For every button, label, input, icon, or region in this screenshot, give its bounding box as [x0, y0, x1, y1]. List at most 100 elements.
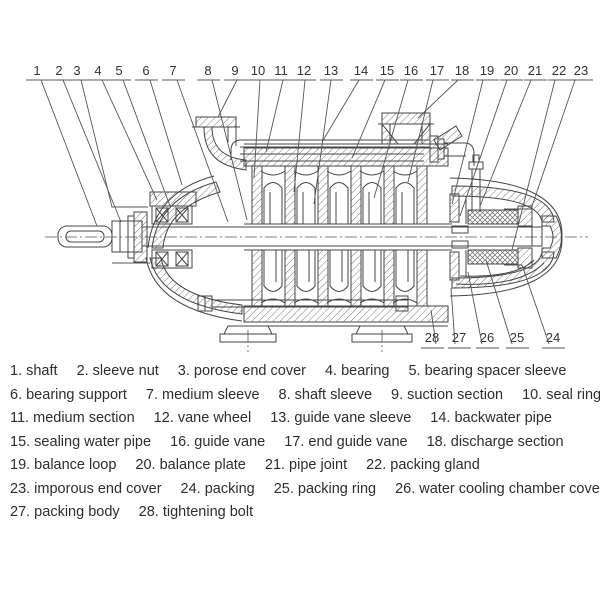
callout-leader-line — [40, 79, 98, 227]
callout-17: 17 — [407, 63, 449, 183]
legend-line: 15. sealing water pipe 16. guide vane 17. … — [10, 431, 596, 455]
callout-24: 24 — [504, 264, 565, 349]
callout-number: 11 — [274, 63, 288, 78]
callout-21: 21 — [479, 63, 547, 207]
legend-item-20: 20. balance plate — [135, 457, 246, 473]
callout-20: 20 — [459, 63, 523, 217]
callout-26: 26 — [467, 271, 499, 349]
legend-item-13: 13. guide vane sleeve — [270, 410, 412, 426]
callout-leader-line — [479, 79, 532, 207]
legend-item-28: 28. tightening bolt — [138, 504, 254, 520]
callout-leader-line — [459, 79, 508, 217]
callout-leader-line — [321, 79, 360, 143]
callout-number: 27 — [452, 330, 466, 345]
legend-item-21: 21. pipe joint — [264, 457, 348, 473]
callout-6: 6 — [135, 63, 183, 186]
callout-number: 24 — [546, 330, 560, 345]
callout-leader-line — [293, 79, 306, 193]
callout-leader-line — [101, 79, 158, 201]
legend-item-23: 23. imporous end cover — [10, 480, 162, 497]
legend-item-2: 2. sleeve nut — [76, 363, 159, 379]
callout-leader-line — [504, 264, 550, 345]
callout-18: 18 — [417, 63, 474, 119]
callout-number: 12 — [297, 63, 311, 78]
legend-item-4: 4. bearing — [324, 363, 390, 379]
callout-16: 16 — [373, 63, 423, 199]
legend-item-19: 19. balance loop — [10, 457, 117, 473]
callout-12: 12 — [293, 63, 316, 193]
legend-item-16: 16. guide vane — [170, 433, 266, 450]
legend-line: 27. packing body 28. tightening bolt — [10, 501, 596, 525]
callout-leader-line — [80, 79, 148, 208]
callout-number: 2 — [55, 63, 62, 78]
legend-item-3: 3. porose end cover — [177, 363, 306, 379]
callout-number: 17 — [430, 63, 444, 78]
legend-item-15: 15. sealing water pipe — [10, 433, 152, 450]
legend-item-10: 10. seal ring — [522, 386, 600, 403]
legend-item-12: 12. vane wheel — [153, 410, 252, 426]
callout-number: 6 — [142, 63, 149, 78]
callout-8: 8 — [197, 63, 248, 221]
legend-item-18: 18. discharge section — [426, 433, 564, 450]
callout-leader-line — [451, 79, 484, 205]
callout-leader-line — [122, 79, 171, 207]
callout-number: 21 — [528, 63, 542, 78]
callout-number: 25 — [510, 330, 524, 345]
left-bearing-support — [112, 175, 243, 322]
callout-number: 1 — [33, 63, 40, 78]
callout-27: 27 — [448, 287, 471, 349]
callout-14: 14 — [321, 63, 373, 143]
callout-22: 22 — [511, 63, 571, 251]
callout-11: 11 — [265, 63, 293, 153]
legend-item-5: 5. bearing spacer sleeve — [408, 363, 567, 379]
legend-line: 11. medium section 12. vane wheel 13. guid… — [10, 407, 596, 431]
callout-leader-line — [176, 79, 229, 223]
legend-item-9: 9. suction section — [391, 386, 504, 403]
callout-leader-line — [351, 79, 386, 159]
callout-number: 26 — [480, 330, 494, 345]
legend-line: 23. imporous end cover 24. packing 25. pac… — [10, 478, 600, 502]
legend-item-27: 27. packing body — [10, 504, 120, 520]
callout-number: 16 — [404, 63, 418, 78]
callout-number: 28 — [425, 330, 439, 345]
callout-number: 9 — [231, 63, 238, 78]
legend-item-17: 17. end guide vane — [284, 433, 408, 450]
callout-5: 5 — [108, 63, 171, 207]
callout-9: 9 — [217, 63, 247, 118]
callout-25: 25 — [485, 259, 529, 349]
callout-leader-line — [430, 309, 437, 345]
callout-number: 3 — [73, 63, 80, 78]
callout-leader-line — [467, 271, 483, 345]
callout-28: 28 — [421, 309, 444, 349]
callout-number: 20 — [504, 63, 518, 78]
shaft — [57, 220, 543, 253]
legend-item-24: 24. packing — [180, 480, 255, 497]
stage-stack — [243, 143, 449, 327]
callout-leader-line — [373, 79, 409, 199]
legend-item-11: 11. medium section — [10, 410, 135, 426]
callout-number: 7 — [169, 63, 176, 78]
callout-leader-line — [211, 79, 248, 221]
callout-number: 4 — [94, 63, 101, 78]
callout-3: 3 — [66, 63, 148, 208]
parts-legend: 1. shaft 2. sleeve nut 3. porose end cover… — [10, 360, 600, 525]
callout-leader-line — [485, 259, 513, 345]
callout-number: 5 — [115, 63, 122, 78]
callout-leader-line — [149, 79, 183, 186]
callout-15: 15 — [351, 63, 399, 159]
callout-1: 1 — [26, 63, 98, 227]
callout-leader-line — [417, 79, 459, 119]
callout-number: 8 — [204, 63, 211, 78]
callout-number: 22 — [552, 63, 566, 78]
legend-item-1: 1. shaft — [10, 363, 58, 379]
legend-item-25: 25. packing ring — [273, 480, 377, 497]
callout-number: 15 — [380, 63, 394, 78]
legend-item-8: 8. shaft sleeve — [278, 386, 373, 403]
callout-23: 23 — [504, 63, 593, 210]
base-and-tie-bolt — [197, 295, 413, 352]
callout-leader-line — [62, 79, 122, 223]
callout-leader-line — [450, 287, 456, 345]
